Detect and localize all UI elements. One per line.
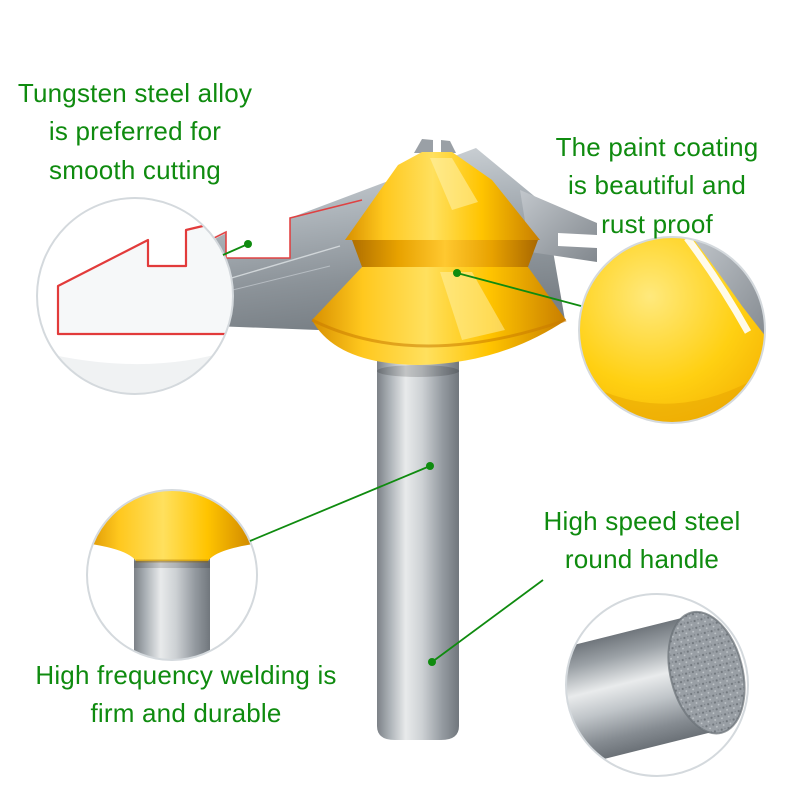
annotation-line: is preferred for bbox=[48, 116, 222, 147]
annotation-line: rust proof bbox=[601, 208, 713, 239]
bit-head bbox=[311, 139, 567, 365]
leader-dot-paint bbox=[453, 269, 461, 277]
annotation-line: High speed steel bbox=[543, 506, 741, 536]
annotation-welding: High frequency welding is firm and durab… bbox=[16, 656, 356, 733]
leader-line-paint bbox=[456, 272, 582, 307]
callout-circle-paint-coating bbox=[578, 236, 766, 424]
leader-line-handle bbox=[431, 579, 544, 663]
blade-profile-outline bbox=[56, 219, 233, 336]
bit-head-cone bbox=[345, 152, 540, 240]
shank bbox=[377, 350, 459, 740]
annotation-line: is beautiful and bbox=[567, 170, 747, 201]
annotation-line: round handle bbox=[564, 544, 720, 575]
annotation-round-handle: High speed steel round handle bbox=[518, 502, 766, 579]
callout-circle-blade-profile bbox=[36, 197, 234, 395]
bit-head-groove bbox=[352, 240, 538, 267]
annotation-tungsten-steel: Tungsten steel alloy is preferred for sm… bbox=[8, 74, 262, 189]
leader-dot-handle bbox=[428, 658, 436, 666]
annotation-line: firm and durable bbox=[90, 698, 282, 729]
leader-lines bbox=[222, 243, 582, 663]
leader-line-blade bbox=[222, 243, 249, 256]
leader-dot-blade bbox=[244, 240, 252, 248]
cutter-blade-right bbox=[520, 190, 597, 262]
annotation-paint-coating: The paint coating is beautiful and rust … bbox=[533, 128, 781, 243]
annotation-line: The paint coating bbox=[555, 132, 759, 162]
annotation-line: High frequency welding is bbox=[35, 660, 337, 690]
callout-circle-weld-joint bbox=[86, 489, 258, 661]
callout-circle-shank-end bbox=[565, 593, 749, 777]
leader-line-weld bbox=[249, 465, 431, 542]
leader-dots bbox=[244, 240, 461, 666]
annotation-line: Tungsten steel alloy bbox=[17, 78, 253, 108]
annotation-line: smooth cutting bbox=[49, 154, 221, 185]
bit-head-skirt bbox=[312, 267, 566, 365]
leader-dot-weld bbox=[426, 462, 434, 470]
